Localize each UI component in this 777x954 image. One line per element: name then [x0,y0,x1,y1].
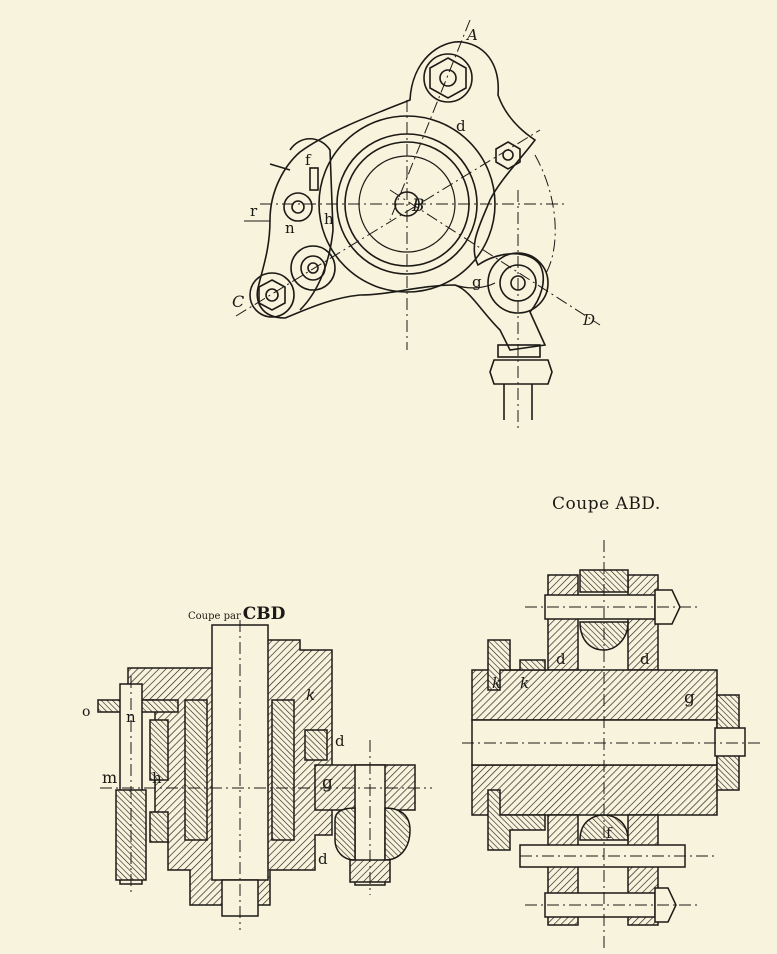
abd-left-flange [487,639,546,691]
hex-nut-a [429,57,467,99]
cbd-label-g: g [322,773,333,793]
abd-centerlines [462,540,760,950]
boss-n [283,192,313,222]
plan-view-labels: A B C D d f g h n r [232,26,595,329]
section-abd [471,569,746,926]
section-cbd-caption-prefix: Coupe par [188,611,241,622]
boss-h-pin [307,262,319,274]
cbd-label-d2: d [318,850,328,868]
cbd-label-o: o [82,704,90,720]
section-cbd-caption-main: CBD [242,604,286,624]
cbd-label-h: h [152,769,162,787]
cbd-pin-guide-2 [149,811,169,843]
label-d-small: d [456,117,466,135]
label-g: g [472,273,482,291]
boss-n-inner [291,200,305,214]
rod-collar [497,344,541,358]
abd-left-flange-lower [487,789,546,851]
section-abd-labels: d d k k g f [492,650,695,842]
label-a: A [465,26,478,44]
bolt-c [265,288,279,302]
label-b: B [411,196,425,216]
boss-h [290,245,336,291]
abd-shaft-tip [714,727,746,757]
plan-body-outline [256,41,547,351]
cbd-collar-d [304,729,328,761]
abd-lower-body [471,764,718,816]
plan-view [235,19,601,430]
cbd-label-k: k [306,686,315,704]
label-f: f [305,151,312,169]
cbd-label-n: n [126,708,136,726]
screw-left [269,163,291,171]
abd-label-d: d [556,650,566,668]
cbd-label-m: m [102,768,117,787]
boss-d [487,252,549,314]
boss-c [249,272,295,318]
boss-a [423,53,473,103]
cbd-centerlines [100,620,432,930]
label-d-upper: D [582,311,595,329]
abd-label-f: f [606,824,613,842]
cbd-pin-guide [149,719,169,781]
plan-centerlines [235,19,601,430]
rod-hex-nut [489,359,553,385]
cbd-label-d: d [335,732,345,750]
cbd-inner-wall-right [271,699,295,841]
abd-label-g: g [684,688,695,708]
abd-label-k2: k [520,674,529,692]
section-cbd [97,624,416,917]
bolt-a [439,69,457,87]
abd-label-k: k [492,674,501,692]
label-r: r [250,202,258,220]
section-cbd-labels: o n m h k d g d [82,686,345,868]
latch-f [309,167,319,191]
cbd-roller [334,807,411,861]
boss-h-inner [300,255,326,281]
abd-main-body [471,669,718,721]
section-abd-caption: Coupe ABD. [552,494,661,514]
label-h: h [324,210,334,228]
plan-left-arm [289,137,334,311]
abd-label-d2: d [640,650,650,668]
plan-arc-g [454,282,496,289]
hex-nut-c [258,279,286,311]
label-n: n [285,219,295,237]
label-c: C [232,292,244,311]
hex-nut-right [495,141,521,170]
cbd-inner-wall-left [184,699,208,841]
